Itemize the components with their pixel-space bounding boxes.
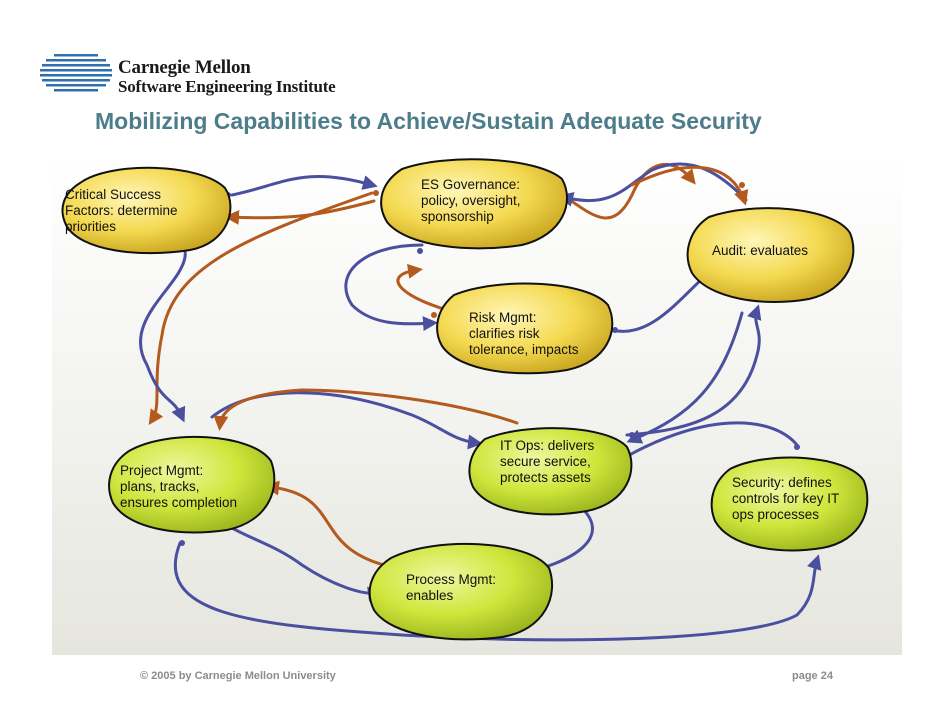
node-es-governance: ES Governance:policy, oversight,sponsors… [377,157,572,250]
arrow-csf-to-governance [230,174,378,197]
arrow-governance-to-project [148,191,374,425]
org-subname: Software Engineering Institute [118,77,336,96]
node-label-project-mgmt: Project Mgmt:plans, tracks,ensures compl… [120,463,238,510]
flow-arrows [139,162,822,642]
arrow-process-to-project [264,480,386,567]
arrow-itops-to-project [213,388,519,431]
footer-copyright: © 2005 by Carnegie Mellon University [140,670,336,682]
node-label-process-mgmt: Process Mgmt:enables [406,572,497,603]
arrow-csf-to-project [139,225,187,423]
arrow-governance-to-risk [344,243,438,332]
arrow-governance-audit-upper [630,165,749,206]
slide-title: Mobilizing Capabilities to Achieve/Susta… [95,108,762,134]
arrow-project-to-security [173,541,822,642]
sei-stripes-icon [40,54,112,92]
arrow-itops-to-audit [625,304,762,437]
node-label-es-governance: ES Governance:policy, oversight,sponsors… [421,177,521,224]
footer-page-number: page 24 [792,670,833,682]
node-audit: Audit: evaluates [684,205,856,303]
arrow-governance-to-csf [224,199,376,225]
org-name: Carnegie Mellon [118,57,251,78]
cmu-sei-logo: Carnegie Mellon Software Engineering Ins… [40,50,360,100]
node-label-audit: Audit: evaluates [712,243,809,258]
arrow-audit-to-itops [626,311,744,444]
arrow-risk-to-governance [396,263,449,312]
arrow-security-to-itops [606,421,799,469]
node-project-mgmt: Project Mgmt:plans, tracks,ensures compl… [107,433,277,535]
arrow-governance-to-audit [558,162,696,220]
node-process-mgmt: Process Mgmt:enables [367,540,557,642]
arrow-audit-to-governance [558,162,748,207]
